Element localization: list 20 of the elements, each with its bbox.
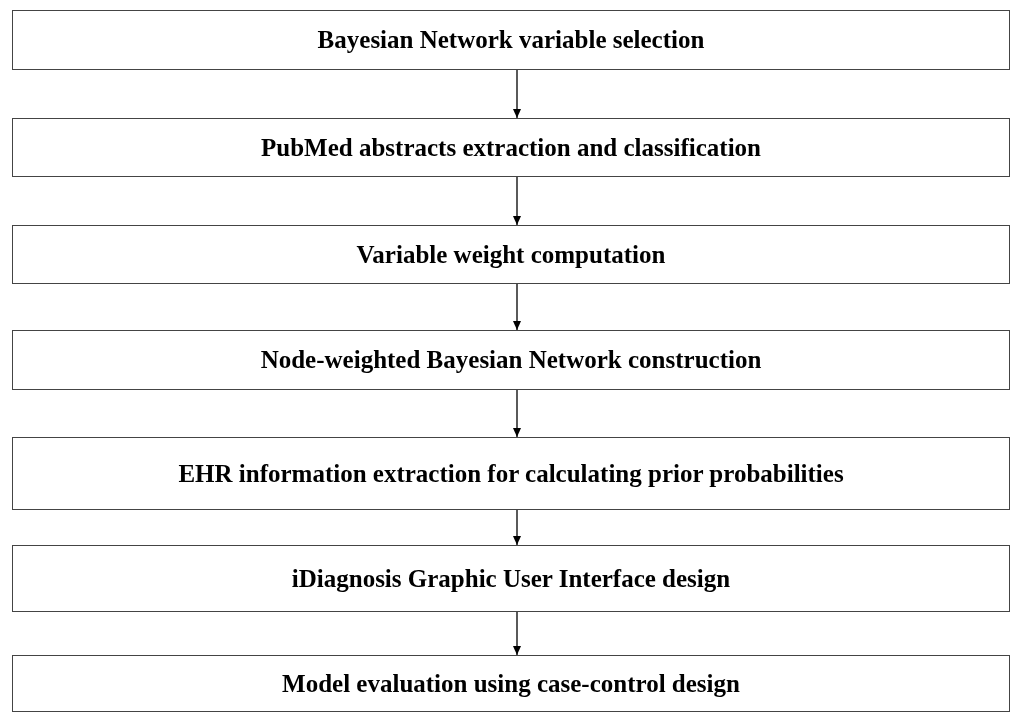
step-label: Variable weight computation bbox=[356, 240, 666, 269]
arrow bbox=[513, 389, 521, 438]
process-box bbox=[12, 10, 1010, 70]
arrow bbox=[513, 611, 521, 656]
step-label: PubMed abstracts extraction and classification bbox=[261, 133, 761, 162]
process-box bbox=[12, 118, 1010, 177]
process-box bbox=[12, 330, 1010, 390]
process-box bbox=[12, 437, 1010, 510]
process-box bbox=[12, 225, 1010, 284]
process-box bbox=[12, 545, 1010, 612]
arrow bbox=[513, 509, 521, 546]
arrow bbox=[513, 283, 521, 331]
process-box bbox=[12, 655, 1010, 712]
step-label: iDiagnosis Graphic User Interface design bbox=[291, 564, 731, 593]
step-label: Node-weighted Bayesian Network construction bbox=[260, 346, 762, 374]
step-label: Bayesian Network variable selection bbox=[317, 26, 705, 54]
arrow bbox=[513, 69, 521, 119]
step-label: Model evaluation using case-control design bbox=[282, 669, 740, 698]
step-label: EHR information extraction for calculating prior probabilities bbox=[178, 459, 844, 488]
arrow bbox=[513, 176, 521, 226]
